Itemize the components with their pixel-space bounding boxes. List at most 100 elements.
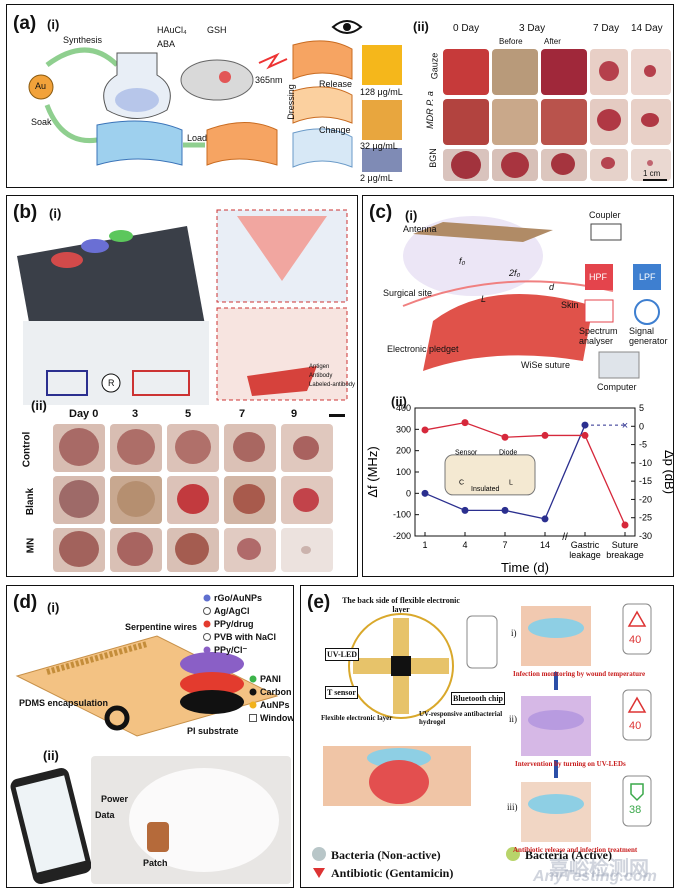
wound-b-r2-c2: [117, 481, 155, 517]
panel-d: (d) (i) rGo/AuNPs Ag/AgCl PPy/drug PVB w…: [6, 585, 294, 888]
fluor-mid: [362, 100, 402, 140]
uv-text: 365nm: [255, 75, 283, 85]
wound-b-r2-c4: [233, 484, 265, 514]
series-point-0: [501, 506, 509, 514]
series-line-1: [424, 421, 626, 526]
patch-text: Patch: [143, 858, 168, 868]
inset-device: [444, 454, 536, 496]
lpf-box: [633, 264, 661, 290]
signal-gen-circle: [634, 299, 660, 325]
row-mdr: MDR P. a: [424, 91, 435, 129]
data-text: Data: [95, 810, 115, 820]
e-phone: [466, 615, 498, 669]
legend-dot-window: [249, 714, 257, 722]
legend-dot-rgo: [203, 594, 211, 602]
y-tick-label: -200: [393, 531, 411, 541]
inset-l: L: [509, 480, 513, 487]
y-right-tick-label: -10: [639, 458, 652, 468]
spectrum-box: [584, 299, 614, 323]
au-sphere: [28, 74, 54, 100]
wound-a-r3-c1: [451, 151, 481, 179]
rat: [129, 768, 279, 872]
circuit-left: [46, 370, 88, 396]
panel-a: (a) (i) (ii) Synthesis Au Soak Load HAuC…: [6, 4, 674, 188]
reagent-3: ABA: [157, 39, 176, 49]
series-point-0: [541, 515, 549, 523]
antibody-stack: [247, 366, 317, 396]
watermark-cn: 嘉峪检测网: [549, 858, 649, 880]
legend-dot-ppy-drug: [203, 620, 211, 628]
eye-pupil: [343, 23, 351, 31]
t-sensor-text: T sensor: [325, 686, 358, 699]
phone-temp-1: 40: [629, 634, 642, 646]
reagent-2: GSH: [207, 25, 227, 35]
step-1: i): [511, 628, 517, 638]
panel-c-label: (c): [369, 202, 393, 223]
panel-b-schematic: [17, 209, 348, 405]
panel-d-label: (d): [13, 592, 38, 613]
layer-black: [180, 690, 244, 714]
y-right-tick-label: -20: [639, 494, 652, 504]
y-right-tick-label: -5: [639, 440, 647, 450]
flask-liquid: [115, 88, 159, 112]
patch-green-dot: [109, 230, 133, 242]
d-legend-6: PANI: [260, 674, 281, 684]
legend-dot-aunps: [249, 701, 257, 709]
y-right-tick-label: 5: [639, 403, 644, 413]
wound-bed: [369, 760, 429, 804]
panel-c-sub-ii: (ii): [391, 394, 407, 409]
y-tick-label: 100: [396, 467, 411, 477]
caption-2: Intervention by turning on UV-LEDs: [515, 760, 626, 768]
photo-a-r1-c3: [541, 49, 587, 95]
d-legend-7: Carbon: [260, 687, 292, 697]
wound-b-r1-c5: [293, 436, 319, 460]
back-side-text: The back side of flexible electronic lay…: [342, 596, 460, 614]
hydrogel-blue: [96, 120, 183, 166]
series-point-1: [501, 433, 509, 441]
watermark-en: AnyTesting.com: [533, 868, 657, 885]
panel-d-schematic: [15, 635, 279, 737]
wound-a-r1-c4: [599, 61, 619, 81]
photo-a-r2-c3: [541, 99, 587, 145]
spectrum-text: Spectrum analyser: [579, 326, 618, 346]
photo-a-r2-c2: [492, 99, 538, 145]
panel-b-label: (b): [13, 202, 38, 223]
wound-b-r1-c1: [59, 428, 99, 466]
wound-b-r1-c4: [233, 432, 265, 462]
x-tick-label: leakage: [569, 550, 601, 560]
series-point-1: [621, 521, 629, 529]
coupler-box: [590, 223, 622, 241]
y-right-tick-label: -15: [639, 476, 652, 486]
phone-temp-3: 38: [629, 804, 642, 816]
b-day-9: 9: [291, 408, 298, 420]
phone-temp-2: 40: [629, 720, 642, 732]
soak-arrow: [44, 104, 98, 144]
wound-b-r3-c5: [301, 546, 311, 554]
power-text: Power: [101, 794, 129, 804]
dressing-gel: [292, 128, 353, 168]
legend-antibiotic: Antibiotic (Gentamicin): [331, 866, 454, 880]
release-gel: [292, 40, 353, 80]
wound-b-r2-c1: [59, 480, 99, 518]
shield-check-icon: [630, 783, 644, 802]
soak-text: Soak: [31, 117, 52, 127]
day-7: 7 Day: [593, 23, 620, 34]
b-row-blank: Blank: [25, 487, 37, 516]
inset-diode: Diode: [499, 450, 517, 457]
y-tick-label: 300: [396, 424, 411, 434]
y-right-tick-label: -30: [639, 531, 652, 541]
series-point-1: [421, 426, 429, 434]
pledget-text: Electronic pledget: [387, 344, 459, 354]
r-label: R: [108, 378, 115, 388]
d-legend-4: PVB with NaCl: [214, 632, 277, 642]
panel-e-device: [312, 603, 652, 878]
hpf-box: [585, 264, 613, 290]
caption-3: Antibiotic release and infection treatme…: [513, 846, 638, 854]
before-text: Before: [499, 37, 523, 46]
flexible-layer-text: Flexible electronic layer: [321, 714, 393, 722]
phone-1: [622, 603, 652, 655]
b-day-3: 3: [132, 408, 139, 420]
circuit-right: [132, 370, 190, 396]
day-3: 3 Day: [519, 23, 546, 34]
wound-b-r2-c3: [177, 484, 209, 514]
